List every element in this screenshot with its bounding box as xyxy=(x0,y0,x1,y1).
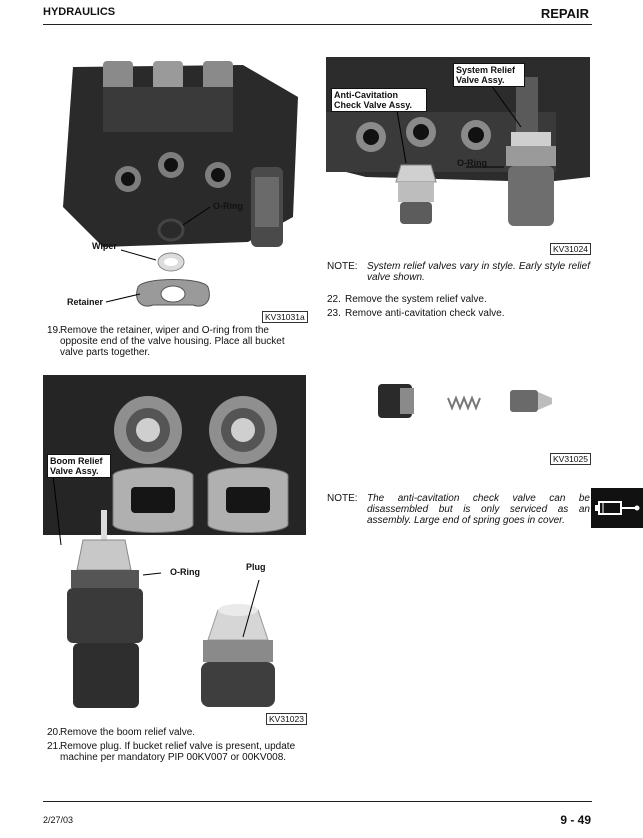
step-text: Remove anti-cavitation check valve. xyxy=(345,308,505,319)
step-text: Remove plug. If bucket relief valve is p… xyxy=(60,741,296,763)
anti-cavitation-callout: Anti-Cavitation Check Valve Assy. xyxy=(331,88,427,112)
step-text: Remove the retainer, wiper and O-ring fr… xyxy=(60,325,285,358)
step-number: 23. xyxy=(327,308,341,319)
note-label: NOTE: xyxy=(327,261,358,272)
page-number: 9 - 49 xyxy=(560,813,591,827)
hydraulic-cylinder-icon xyxy=(595,501,640,515)
retainer-callout: Retainer xyxy=(67,297,104,307)
step-number: 22. xyxy=(327,294,341,305)
figure-valve-housing-photo xyxy=(43,57,306,322)
step-23: 23. Remove anti-cavitation check valve. xyxy=(327,308,590,319)
figure-id: KV31023 xyxy=(266,713,307,725)
step-text: Remove the boom relief valve. xyxy=(60,727,196,738)
figure-id: KV31031a xyxy=(262,311,308,323)
oring-callout: O-Ring xyxy=(457,158,487,168)
step-number: 19. xyxy=(47,325,61,336)
note-anti-cavitation: NOTE: The anti-cavitation check valve ca… xyxy=(327,493,590,526)
note-text: System relief valves vary in style. Earl… xyxy=(367,261,590,283)
oring-callout: O-Ring xyxy=(213,201,243,211)
footer-rule xyxy=(43,801,592,802)
step-text: Remove the system relief valve. xyxy=(345,294,487,305)
chapter-title: REPAIR xyxy=(540,6,589,21)
figure-id: KV31025 xyxy=(550,453,591,465)
figure-system-relief-photo xyxy=(326,57,590,240)
step-22: 22. Remove the system relief valve. xyxy=(327,294,590,305)
step-number: 21. xyxy=(47,741,61,752)
revision-date: 2/27/03 xyxy=(43,815,74,825)
note-label: NOTE: xyxy=(327,493,358,504)
step-20: 20. Remove the boom relief valve. xyxy=(47,727,309,738)
figure-boom-relief-photo xyxy=(43,375,306,720)
system-relief-callout: System Relief Valve Assy. xyxy=(453,63,525,87)
figure-check-valve-parts-photo xyxy=(370,378,570,428)
section-tab xyxy=(591,488,643,528)
figure-id: KV31024 xyxy=(550,243,591,255)
boom-relief-callout: Boom Relief Valve Assy. xyxy=(47,454,111,478)
note-text: The anti-cavitation check valve can be d… xyxy=(367,493,590,526)
plug-callout: Plug xyxy=(246,562,266,572)
step-19: 19. Remove the retainer, wiper and O-rin… xyxy=(47,325,309,358)
step-21: 21. Remove plug. If bucket relief valve … xyxy=(47,741,309,763)
section-title: HYDRAULICS xyxy=(43,6,116,18)
header-rule xyxy=(43,24,592,25)
oring-callout: O-Ring xyxy=(170,567,200,577)
step-number: 20. xyxy=(47,727,61,738)
wiper-callout: Wiper xyxy=(92,241,117,251)
note-system-relief: NOTE: System relief valves vary in style… xyxy=(327,261,590,283)
